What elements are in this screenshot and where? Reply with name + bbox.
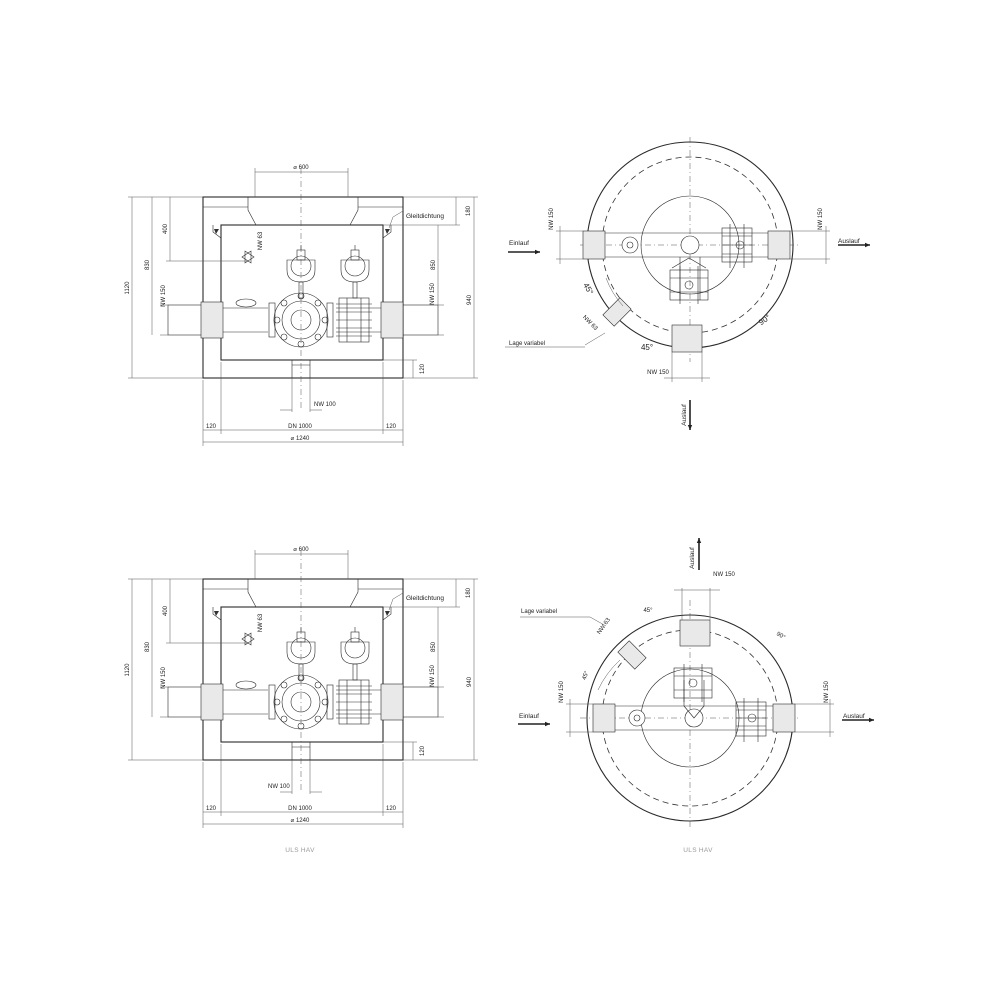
- label-nw100: NW 100: [314, 402, 336, 408]
- label-lage-variabel: Lage variabel: [521, 609, 557, 615]
- dim-dia1240: ⌀ 1240: [291, 818, 310, 824]
- dim-120-vertical: 120: [420, 745, 426, 756]
- dim-120-vertical: 120: [420, 363, 426, 374]
- caption-side-view: ULS HAV: [285, 847, 315, 854]
- label-nw150-outlet: NW 150: [818, 208, 824, 230]
- label-nw150-left: NW 150: [161, 667, 167, 689]
- label-nw150-right: NW 150: [430, 665, 436, 687]
- section-bottom: ⌀ 600 Gleitdichtung 180 400 NW 63 830 85…: [125, 538, 874, 830]
- dim-120-right: 120: [386, 806, 397, 812]
- dim-180: 180: [466, 205, 472, 216]
- angle-45-bottom: 45°: [641, 343, 653, 352]
- angle-45-left: 45°: [581, 281, 595, 296]
- dim-120-right: 120: [386, 424, 397, 430]
- label-nw150-inlet: NW 150: [549, 208, 555, 230]
- dim-top-diameter: ⌀ 600: [293, 547, 309, 553]
- label-nw150-right: NW 150: [430, 283, 436, 305]
- label-einlauf: Einlauf: [519, 713, 539, 720]
- dim-dia1240: ⌀ 1240: [291, 436, 310, 442]
- plan-view-bottom: Einlauf Auslauf Auslauf NW 150 NW 150 NW…: [518, 538, 874, 830]
- label-einlauf: Einlauf: [509, 240, 529, 247]
- angle-90: 90°: [775, 631, 786, 641]
- dim-dn1000: DN 1000: [288, 424, 312, 430]
- dim-dn1000: DN 1000: [288, 806, 312, 812]
- dim-1120: 1120: [125, 281, 131, 295]
- label-nw150-left: NW 150: [161, 285, 167, 307]
- label-auslauf-right: Auslauf: [838, 238, 860, 245]
- dim-940: 940: [467, 294, 473, 305]
- label-auslauf-right: Auslauf: [843, 713, 865, 720]
- label-nw150-bottom: NW 150: [647, 370, 669, 376]
- caption-plan-view: ULS HAV: [683, 847, 713, 854]
- label-auslauf-bottom: Auslauf: [681, 404, 688, 426]
- angle-45-left: 45°: [582, 670, 591, 681]
- dim-830: 830: [145, 641, 151, 652]
- angle-90: 90°: [757, 313, 772, 327]
- side-elevation-bottom: ⌀ 600 Gleitdichtung 180 400 NW 63 830 85…: [125, 547, 479, 829]
- label-nw100: NW 100: [268, 784, 290, 790]
- label-nw63: NW 63: [258, 231, 264, 250]
- side-elevation-top: ⌀ 600 Gleitdichtung 180 400 NW 63 830 85…: [125, 165, 479, 447]
- label-lage-variabel: Lage variabel: [509, 341, 545, 347]
- dim-940: 940: [467, 676, 473, 687]
- label-nw150-inlet: NW 150: [559, 681, 565, 703]
- label-nw63: NW 63: [581, 315, 599, 333]
- dim-120-left: 120: [206, 424, 217, 430]
- dim-830: 830: [145, 259, 151, 270]
- section-top: ⌀ 600 Gleitdichtung 180 400 NW 63 830 85…: [125, 137, 870, 447]
- label-nw63: NW 63: [258, 613, 264, 632]
- label-auslauf-top: Auslauf: [689, 547, 696, 569]
- label-nw150-top: NW 150: [713, 572, 735, 578]
- plan-view-top: Einlauf Auslauf Auslauf NW 150 NW 150 NW…: [505, 137, 870, 430]
- dim-400: 400: [163, 223, 169, 234]
- angle-45-top: 45°: [643, 608, 653, 614]
- dim-top-diameter: ⌀ 600: [293, 165, 309, 171]
- label-nw150-outlet: NW 150: [824, 681, 830, 703]
- label-gleitdichtung: Gleitdichtung: [406, 213, 444, 220]
- dim-400: 400: [163, 605, 169, 616]
- dim-180: 180: [466, 587, 472, 598]
- dim-120-left: 120: [206, 806, 217, 812]
- label-gleitdichtung: Gleitdichtung: [406, 595, 444, 602]
- dim-1120: 1120: [125, 663, 131, 677]
- dim-850: 850: [431, 259, 437, 270]
- dim-850: 850: [431, 641, 437, 652]
- label-nw63: NW 63: [596, 617, 612, 636]
